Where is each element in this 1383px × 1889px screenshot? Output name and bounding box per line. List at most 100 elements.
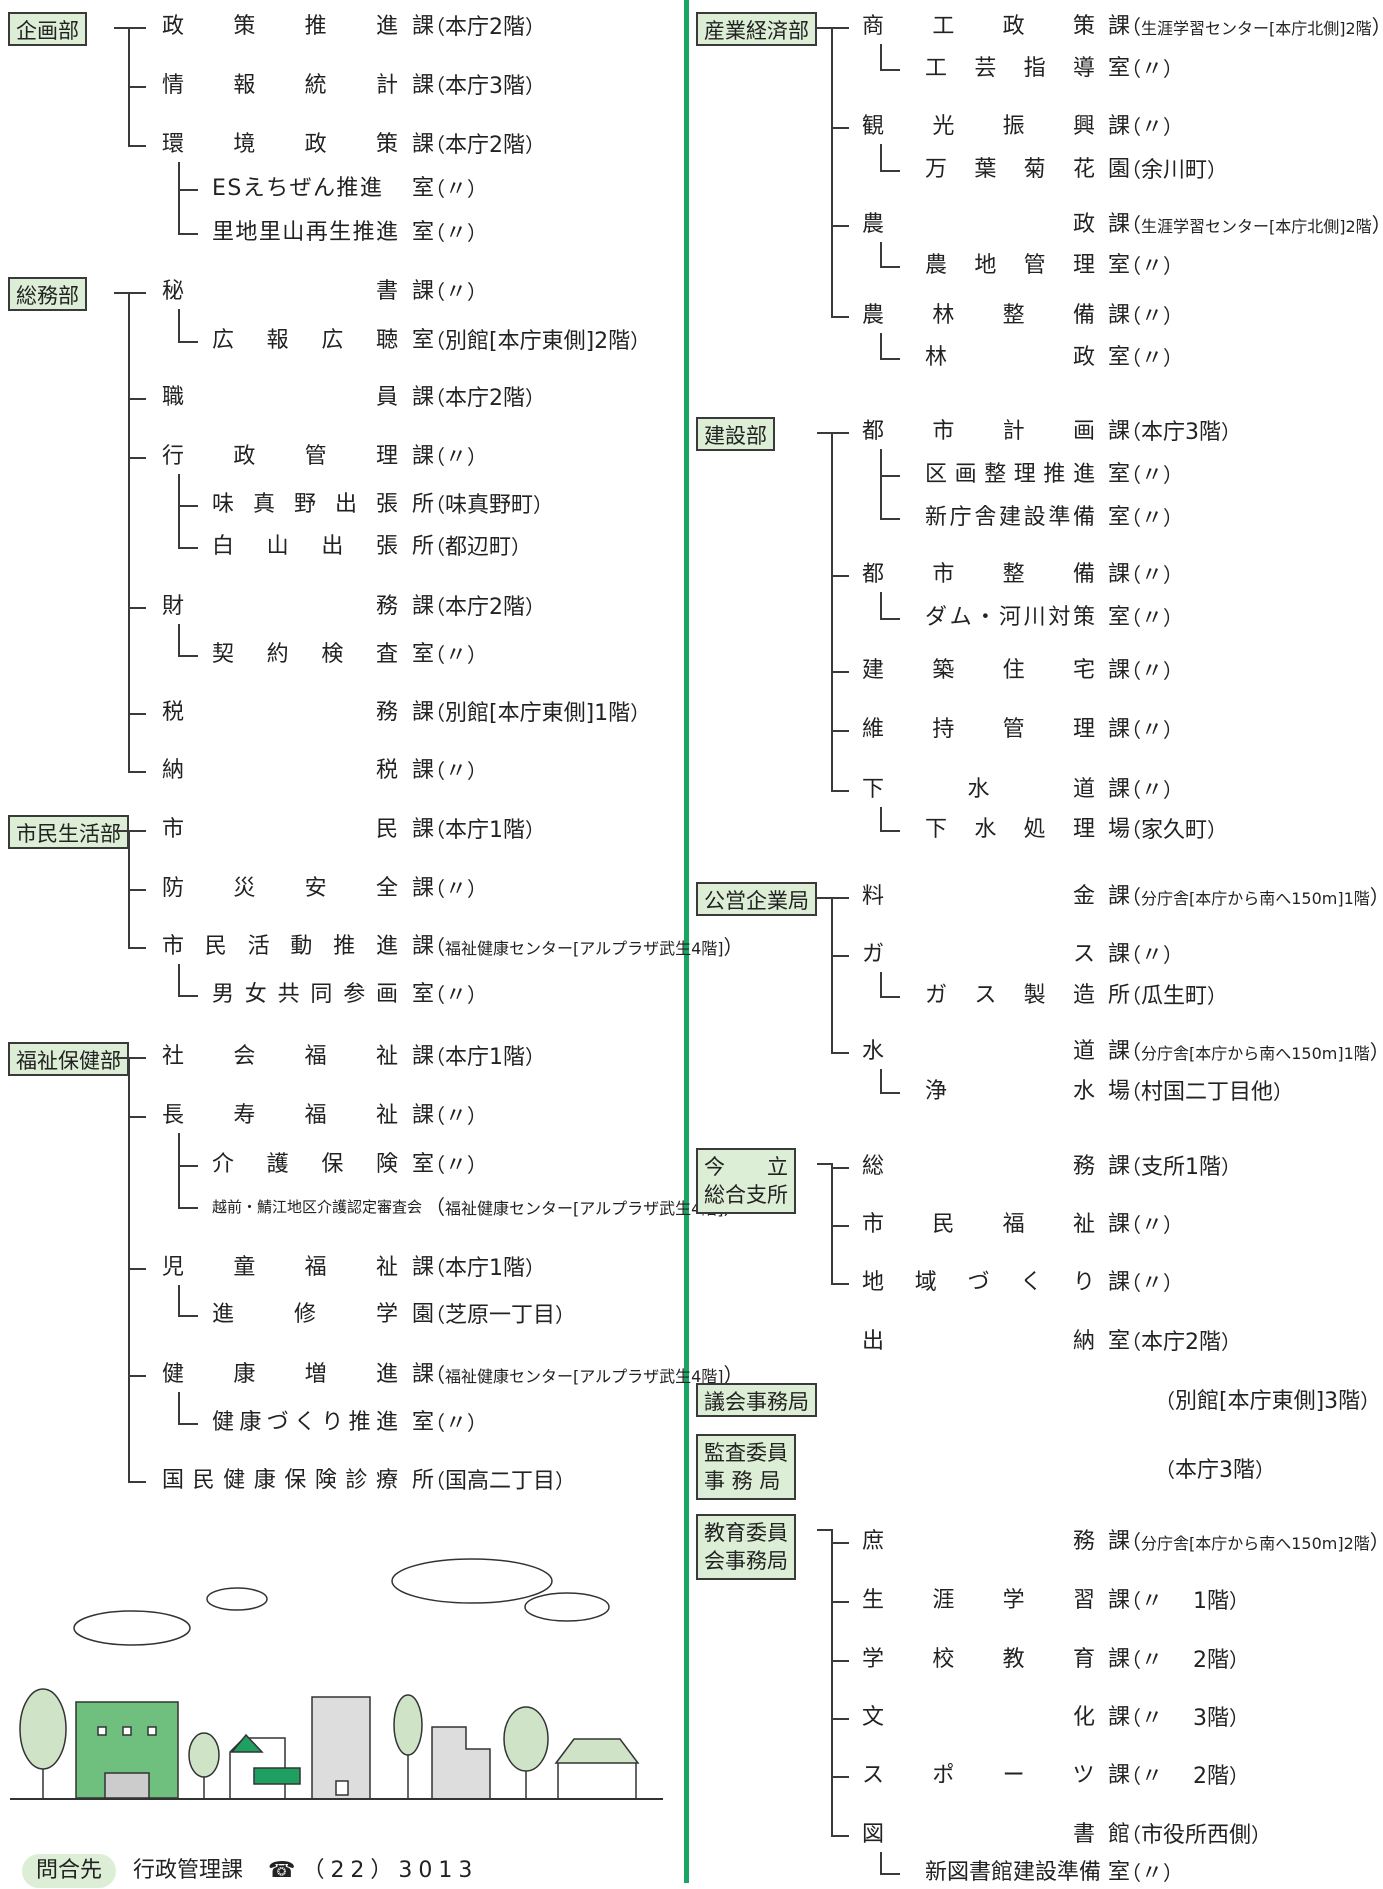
unit-location: 本庁3階 bbox=[1141, 420, 1221, 445]
unit-type: 課 bbox=[412, 817, 435, 842]
paren-close: ） bbox=[1221, 1330, 1241, 1354]
unit-name-text: ガス bbox=[862, 942, 1285, 967]
connector-line bbox=[178, 624, 180, 655]
unit-name-text: 生涯学習 bbox=[862, 1588, 1144, 1613]
paren-open: （ bbox=[425, 1469, 445, 1493]
paren-open: （ bbox=[425, 280, 445, 304]
unit-name-text: 市民活動推進 bbox=[162, 934, 419, 959]
unit-name: 総務 bbox=[862, 1152, 1095, 1182]
unit-type: 課 bbox=[1108, 14, 1131, 39]
paren-close: ） bbox=[1163, 115, 1184, 139]
unit-location: 味真野町 bbox=[445, 493, 534, 518]
unit-type: 課 bbox=[412, 934, 435, 959]
unit-location: 本庁2階 bbox=[1141, 1330, 1221, 1355]
paren-close: ） bbox=[525, 818, 545, 842]
paren-close: ） bbox=[511, 535, 532, 559]
small-house bbox=[229, 1733, 301, 1800]
unit-row: （本庁3階） bbox=[0, 1455, 1383, 1485]
paren-open: （ bbox=[1121, 1271, 1141, 1295]
paren-open: （ bbox=[1121, 1764, 1141, 1788]
unit-row: 学校教育課（〃2階） bbox=[0, 1645, 1383, 1675]
paren-close: ） bbox=[1360, 1389, 1381, 1413]
location-wrap: （〃） bbox=[1121, 251, 1183, 282]
paren-open: （ bbox=[1121, 1080, 1141, 1104]
paren-open: （ bbox=[425, 74, 445, 98]
unit-location: 〃 bbox=[445, 280, 468, 305]
location-wrap: （別館[本庁東側]1階） bbox=[425, 698, 650, 729]
connector-line bbox=[831, 1283, 849, 1285]
unit-name: 料金 bbox=[862, 882, 1095, 912]
unit-name-text: 料金 bbox=[862, 884, 1285, 909]
gray-tower bbox=[311, 1696, 371, 1800]
paren-close: ） bbox=[1207, 984, 1228, 1008]
cloud bbox=[524, 1592, 610, 1622]
location-wrap: （本庁1階） bbox=[425, 1253, 545, 1284]
connector-line bbox=[831, 955, 849, 957]
paren-close: ） bbox=[525, 74, 545, 98]
unit-row: ダム・河川対策室（〃） bbox=[0, 603, 1383, 633]
unit-floor: 2階 bbox=[1193, 1764, 1230, 1789]
unit-name: 図書 bbox=[862, 1820, 1095, 1850]
unit-name: 工芸指導 bbox=[925, 54, 1095, 84]
unit-row: ESえちぜん推進室（〃） bbox=[0, 174, 683, 204]
unit-type: 課 bbox=[1108, 942, 1131, 967]
department-label: 建設部 bbox=[696, 417, 775, 451]
paren-open: （ bbox=[1121, 563, 1141, 587]
paren-close: ） bbox=[1273, 1080, 1294, 1104]
location-wrap: （〃） bbox=[1121, 460, 1183, 491]
paren-close: ） bbox=[630, 329, 651, 353]
unit-name: 林政 bbox=[925, 343, 1095, 373]
unit-location: 分庁舎[本庁から南へ150m]2階 bbox=[1141, 1534, 1370, 1553]
unit-row: 政策推進課（本庁2階） bbox=[0, 12, 683, 42]
connector-line bbox=[128, 713, 146, 715]
location-wrap: （市役所西側） bbox=[1121, 1820, 1271, 1851]
unit-name: 秘書 bbox=[162, 277, 398, 307]
unit-row: 文化課（〃3階） bbox=[0, 1703, 1383, 1733]
location-wrap: （〃） bbox=[1121, 775, 1183, 806]
paren-close: ） bbox=[1163, 943, 1184, 967]
unit-row: 行政管理課（〃） bbox=[0, 442, 683, 472]
paren-close: ） bbox=[1229, 1648, 1250, 1672]
connector-line bbox=[817, 897, 831, 899]
location-wrap: （瓜生町） bbox=[1121, 981, 1227, 1012]
connector-line bbox=[178, 1285, 180, 1315]
unit-name-text: 里地里山再生推進 bbox=[212, 220, 400, 245]
connector-line bbox=[880, 266, 900, 268]
paren-open: （ bbox=[1121, 213, 1141, 237]
department-label: 公営企業局 bbox=[696, 882, 817, 916]
paren-open: （ bbox=[1121, 606, 1141, 630]
paren-open: （ bbox=[1121, 158, 1141, 182]
paren-open: （ bbox=[425, 1045, 445, 1069]
unit-name: 市民活動推進 bbox=[162, 932, 398, 962]
location-wrap: （都辺町） bbox=[425, 532, 531, 563]
location-wrap: （支所1階） bbox=[1121, 1152, 1241, 1183]
unit-row: 庶務課（分庁舎[本庁から南へ150m]2階） bbox=[0, 1527, 1383, 1557]
unit-name-text: 新庁舎建設準備 bbox=[925, 505, 1098, 530]
unit-name-text: 文化 bbox=[862, 1705, 1285, 1730]
paren-open: （ bbox=[1121, 885, 1141, 909]
paren-close: ） bbox=[525, 595, 545, 619]
unit-location: 〃 bbox=[1141, 606, 1164, 631]
unit-type: 課 bbox=[1108, 1154, 1131, 1179]
unit-type: 課 bbox=[1108, 562, 1131, 587]
paren-close: ） bbox=[1163, 346, 1184, 370]
paren-open: （ bbox=[425, 759, 445, 783]
unit-name-text: 観光振興 bbox=[862, 114, 1144, 139]
unit-name: 浄水 bbox=[925, 1077, 1095, 1107]
unit-location: 分庁舎[本庁から南へ150m]1階 bbox=[1141, 889, 1370, 908]
unit-row: 職員課（本庁2階） bbox=[0, 383, 683, 413]
unit-name: 契約検査 bbox=[212, 640, 398, 670]
paren-close: ） bbox=[1221, 1155, 1241, 1179]
unit-location: 福祉健康センター[アルプラザ武生4階] bbox=[445, 1199, 724, 1218]
unit-row: 生涯学習課（〃1階） bbox=[0, 1586, 1383, 1616]
unit-name: スポーツ bbox=[862, 1761, 1095, 1791]
paren-open: （ bbox=[425, 221, 445, 245]
unit-name: 出納 bbox=[862, 1327, 1095, 1357]
paren-open: （ bbox=[425, 701, 445, 725]
unit-row: 広報広聴室（別館[本庁東側]2階） bbox=[0, 326, 683, 356]
unit-location: 家久町 bbox=[1141, 818, 1208, 843]
town-illustration bbox=[10, 1558, 663, 1800]
unit-name: ダム・河川対策 bbox=[925, 603, 1095, 633]
unit-name-text: 財務 bbox=[162, 594, 591, 619]
unit-type: 園 bbox=[1108, 157, 1131, 182]
